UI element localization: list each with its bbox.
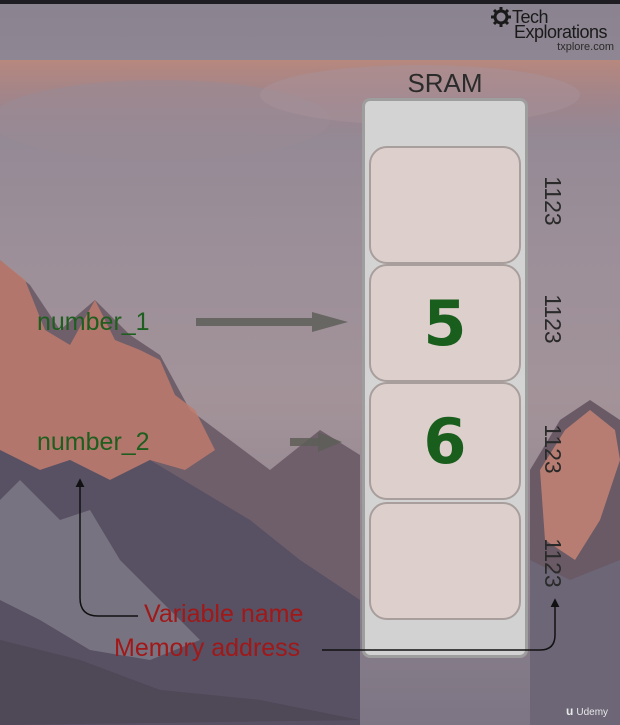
- memory-address-label: 1123: [540, 176, 566, 226]
- sram-title: SRAM: [407, 68, 483, 98]
- logo-line-2: Explorations: [514, 22, 608, 42]
- logo-line-1: Tech: [512, 7, 549, 27]
- memory-address-label: 1123: [540, 424, 566, 474]
- gear-icon: [491, 7, 511, 27]
- udemy-icon: u: [566, 704, 574, 718]
- variable-name-legend: Variable name: [144, 600, 304, 628]
- logo-url: txplore.com: [557, 41, 614, 53]
- memory-cell: [369, 146, 521, 264]
- memory-address-legend: Memory address: [114, 634, 301, 662]
- variable-name-label: number_2: [37, 428, 150, 456]
- memory-address-label: 1123: [540, 538, 566, 588]
- udemy-label: Udemy: [576, 707, 609, 718]
- memory-address-label: 1123: [540, 294, 566, 344]
- variable-name-label: number_1: [37, 308, 150, 336]
- memory-cell: 6: [369, 382, 521, 500]
- memory-cell: [369, 502, 521, 620]
- top-bar: [0, 0, 620, 4]
- memory-cell: 5: [369, 264, 521, 382]
- tech-explorations-logo: Tech Explorations txplore.com: [490, 4, 618, 54]
